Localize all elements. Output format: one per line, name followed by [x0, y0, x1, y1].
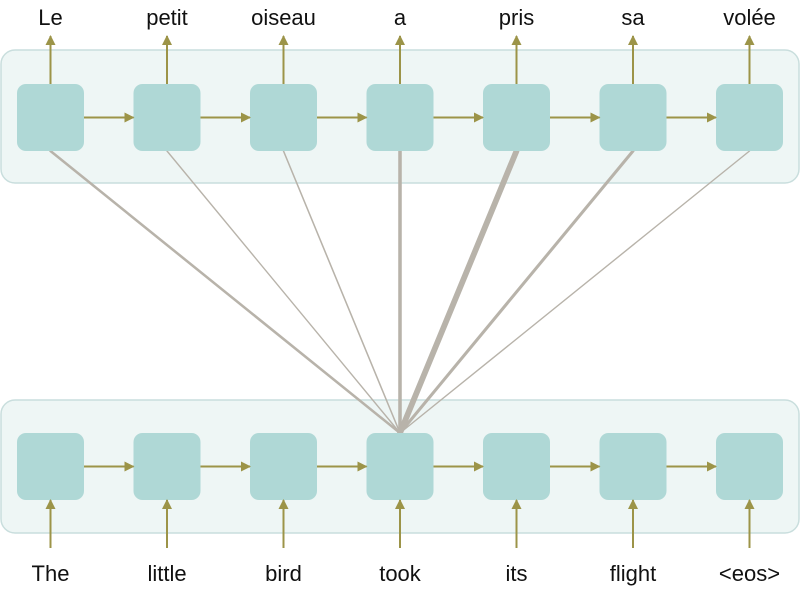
decoder-cell: volée — [716, 5, 783, 151]
encoder-cell: The — [17, 433, 84, 586]
attention-line — [398, 149, 635, 435]
attention-line — [282, 150, 401, 434]
encoder-token: The — [32, 561, 70, 586]
encoder-row: The little bird took its flight — [17, 433, 783, 586]
attention-line — [399, 150, 751, 434]
decoder-token: a — [394, 5, 407, 30]
encoder-cell: took — [366, 433, 434, 586]
decoder-cell: pris — [483, 5, 550, 151]
encoder-cell: bird — [250, 433, 317, 586]
encoder-token: <eos> — [719, 561, 780, 586]
decoder-token: pris — [499, 5, 534, 30]
attention-line — [397, 148, 520, 436]
attention-line — [49, 149, 402, 435]
decoder-token: sa — [621, 5, 645, 30]
encoder-cell: <eos> — [716, 433, 783, 586]
encoder-token: bird — [265, 561, 302, 586]
encoder-token: little — [147, 561, 186, 586]
decoder-token: Le — [38, 5, 62, 30]
decoder-cell: a — [366, 5, 434, 151]
decoder-cell: Le — [17, 5, 84, 151]
decoder-cell: petit — [133, 5, 201, 151]
encoder-cell: little — [133, 433, 201, 586]
attention-line — [166, 150, 401, 434]
attention-lines — [49, 148, 751, 436]
encoder-cell: its — [483, 433, 550, 586]
decoder-token: oiseau — [251, 5, 316, 30]
decoder-cell: oiseau — [250, 5, 317, 151]
encoder-token: its — [506, 561, 528, 586]
encoder-cell: flight — [599, 433, 667, 586]
decoder-token: petit — [146, 5, 188, 30]
decoder-row: Le petit oiseau a pris sa — [17, 5, 783, 151]
encoder-token: took — [379, 561, 422, 586]
decoder-token: volée — [723, 5, 776, 30]
encoder-token: flight — [610, 561, 656, 586]
decoder-cell: sa — [599, 5, 667, 151]
